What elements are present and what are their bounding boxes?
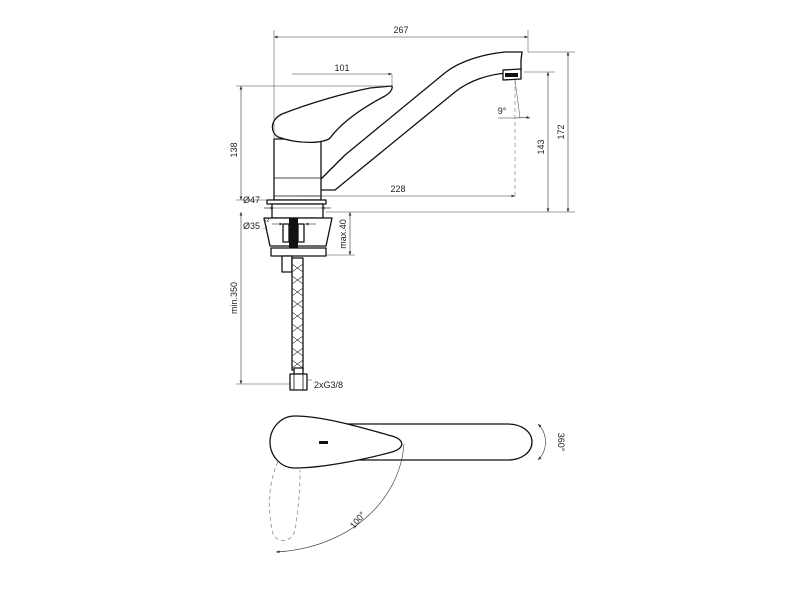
label-spout-angle: 9° [498, 106, 507, 116]
dim-body-height: 138 [229, 85, 390, 201]
label-body-diameter: Ø47 [243, 195, 260, 205]
label-hole-diameter: Ø35 [243, 221, 260, 231]
label-body-height: 138 [229, 142, 239, 157]
dim-overall-height: 172 [326, 51, 575, 213]
clamp-nut [270, 247, 327, 257]
dim-max-deck-thickness: max.40 [326, 212, 355, 256]
lever-handle [271, 85, 393, 144]
dim-spout-height: 143 [524, 71, 555, 212]
label-max-deck-thickness: max.40 [338, 219, 348, 249]
dim-hose-length: min.350 [229, 212, 290, 385]
dim-swivel-angle: 360° [537, 423, 566, 461]
label-connections: 2xG3/8 [314, 380, 343, 390]
dim-hole-diameter: Ø35 +2 -1 [243, 218, 316, 232]
label-lever-angle: 100° [348, 509, 368, 530]
label-hose-length: min.350 [229, 282, 239, 314]
hose-connector [289, 367, 308, 391]
label-spout-height: 143 [536, 139, 546, 154]
dim-spout-reach: 228 [298, 184, 515, 198]
faucet-body [273, 138, 322, 201]
label-overall-height: 172 [556, 124, 566, 139]
dim-spout-angle: 9° [498, 79, 531, 196]
lever-top [269, 415, 403, 469]
top-plan-view: 360° 100° [269, 415, 566, 554]
label-spout-reach: 228 [390, 184, 405, 194]
aerator-mesh [505, 73, 518, 77]
dim-lever-length: 101 [292, 63, 393, 85]
braided-hose [291, 257, 304, 371]
label-lever-length: 101 [334, 63, 349, 73]
label-hole-tolerance-plus: +2 [263, 218, 269, 224]
side-elevation-view: 267 101 9° 138 143 [229, 25, 575, 391]
label-overall-length: 267 [393, 25, 408, 35]
dim-body-diameter: Ø47 [243, 195, 331, 210]
label-swivel-angle: 360° [556, 433, 566, 452]
lever-indicator [319, 441, 328, 444]
dim-connections: 2xG3/8 [307, 379, 343, 390]
mounting-base [271, 203, 324, 219]
spout [319, 51, 523, 191]
label-hole-tolerance-minus: -1 [263, 226, 268, 232]
dim-overall-length: 267 [273, 25, 529, 138]
lever-rotated-ghost [269, 461, 301, 541]
mounting-bolts [282, 218, 305, 248]
hose-nut [281, 255, 293, 273]
